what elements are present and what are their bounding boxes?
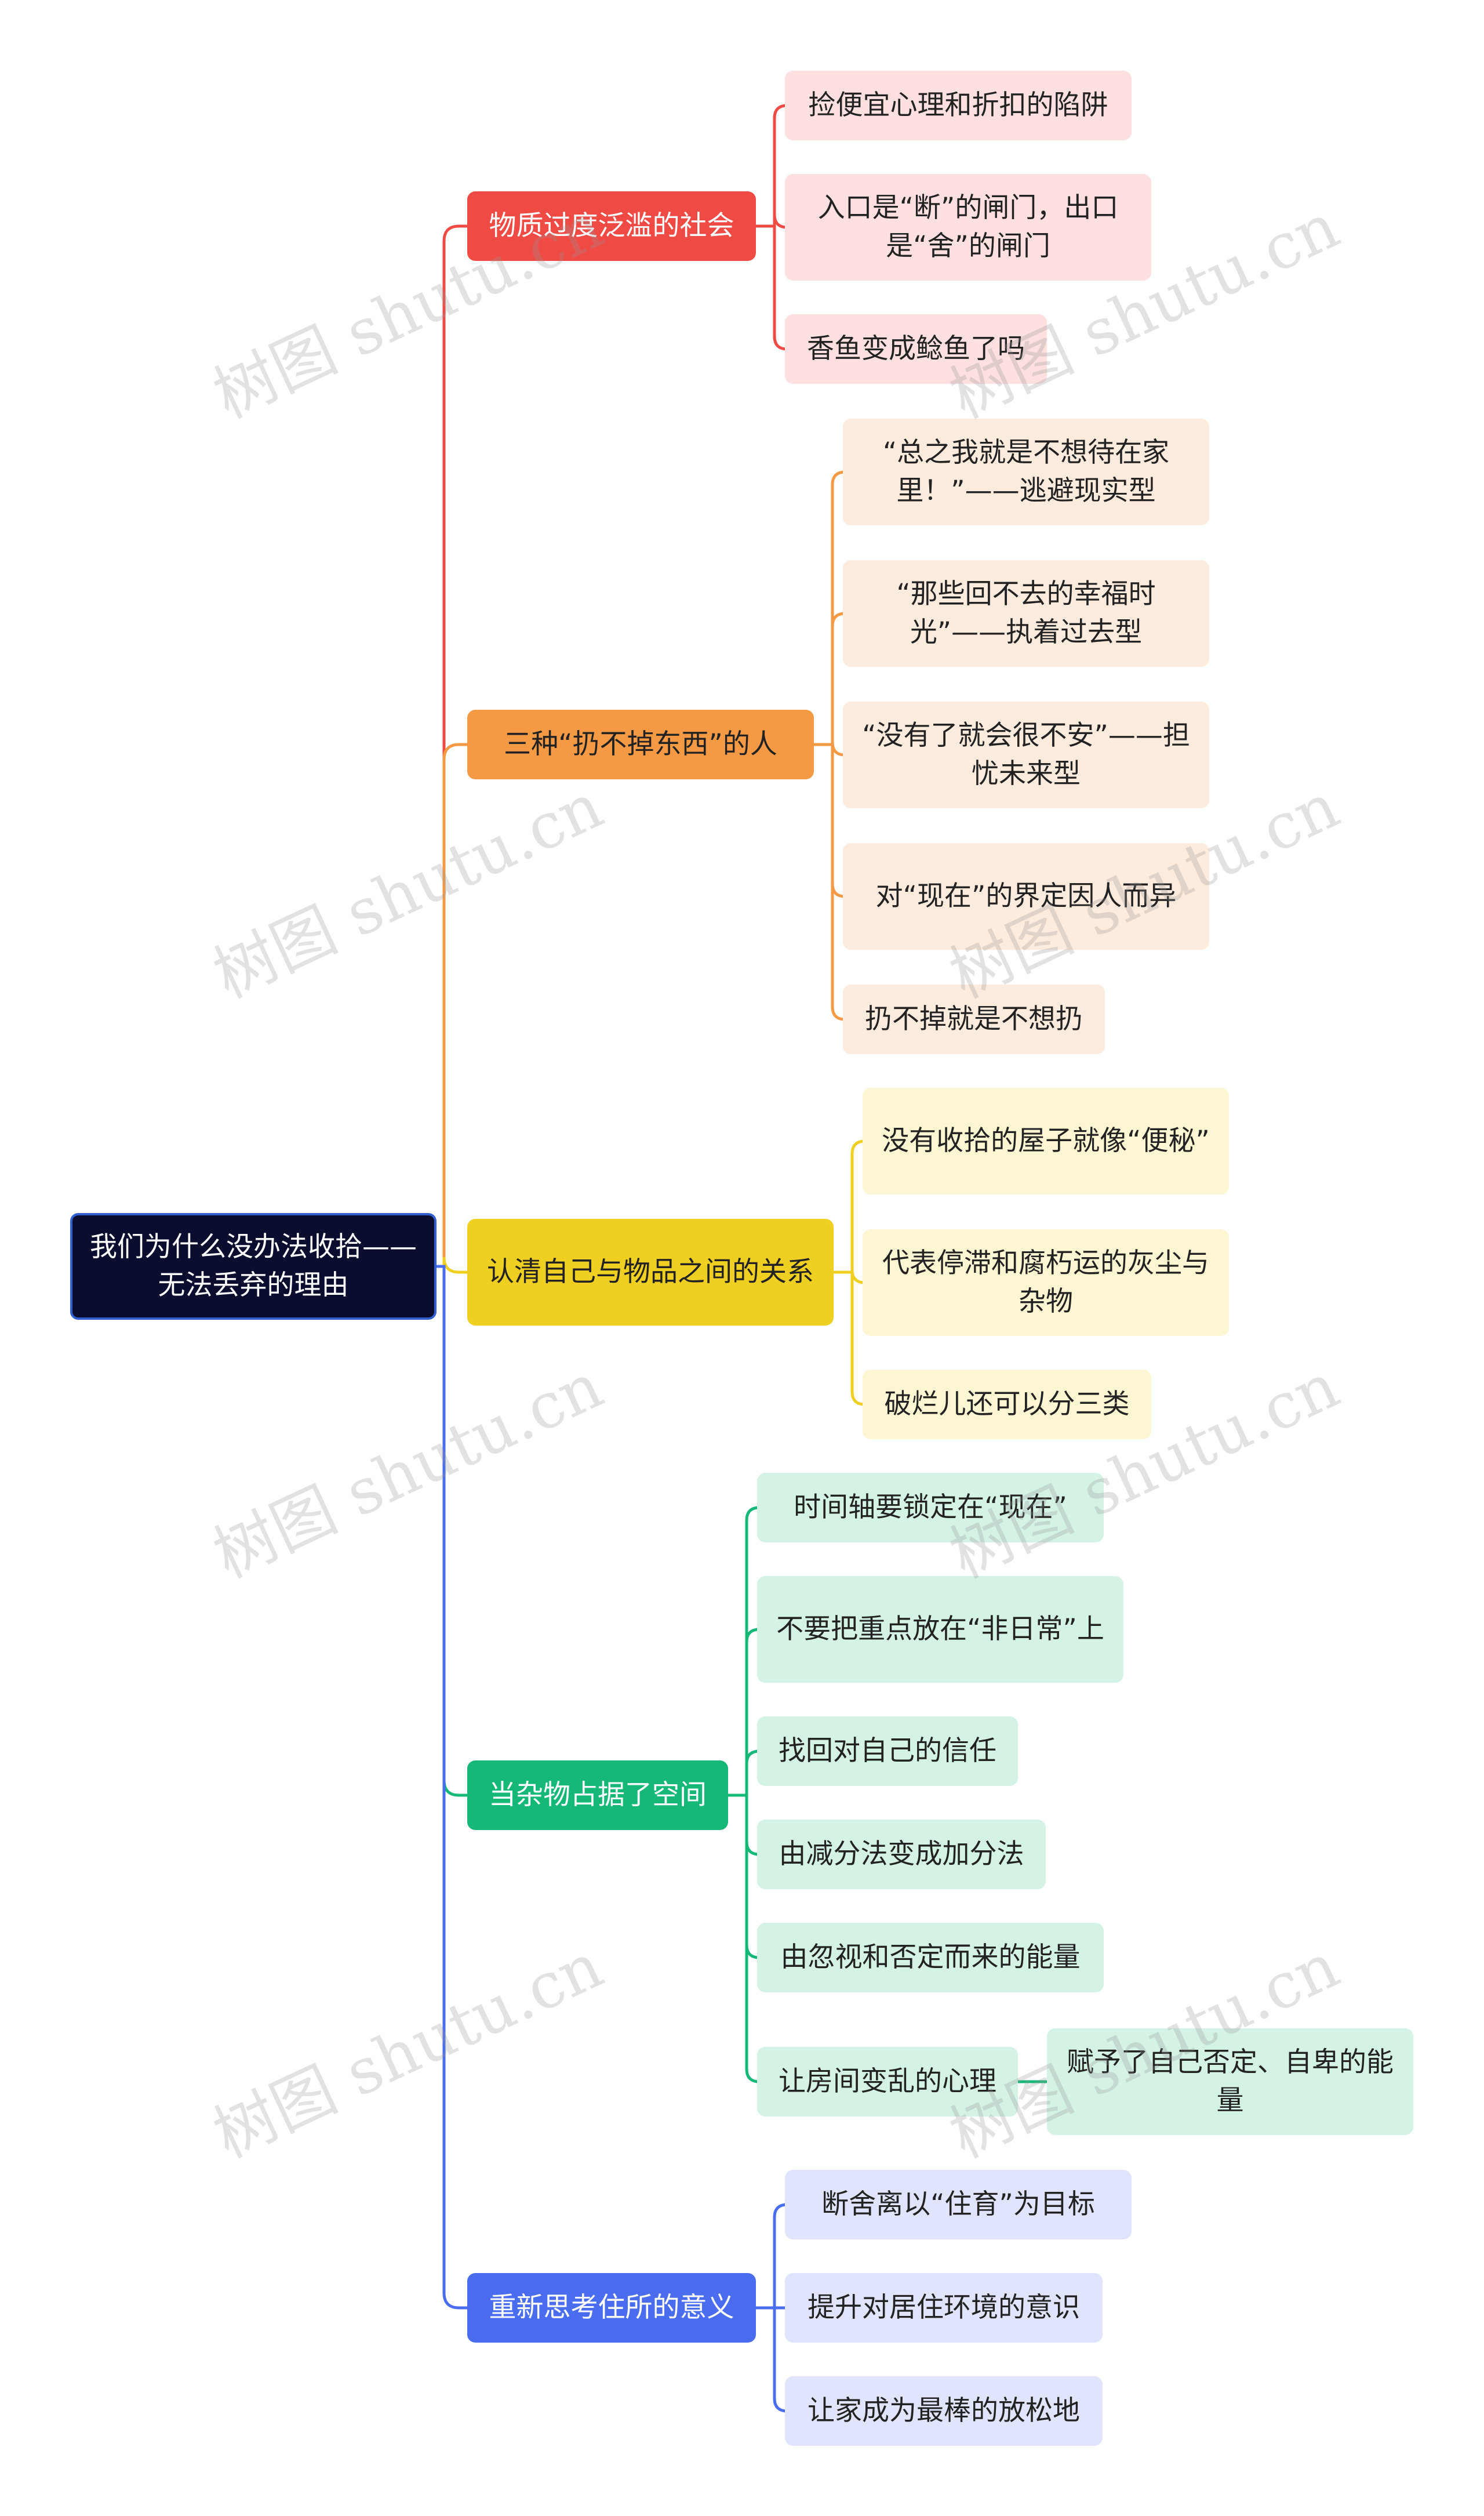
subtopic-label: 找回对自己的信任 (779, 1735, 996, 1767)
branch-topic-label: 当杂物占据了空间 (489, 1779, 707, 1811)
connector-branch-to-subtopic (726, 1793, 760, 1856)
root-topic-label: 我们为什么没办法收拾——无法丢弃的理由 (90, 1231, 417, 1301)
branch-topic-label: 物质过度泛滥的社会 (489, 210, 734, 242)
subtopic-label: 入口是“断”的闸门，出口是“舍”的闸门 (817, 192, 1119, 262)
branch-topic-material-overflow[interactable]: 物质过度泛滥的社会 (467, 191, 756, 261)
subtopic-home-nurture-goal[interactable]: 断舍离以“住育”为目标 (785, 2170, 1132, 2239)
subtopic-label: 代表停滞和腐朽运的灰尘与杂物 (882, 1247, 1209, 1317)
subtopic-label: 断舍离以“住育”为目标 (821, 2188, 1095, 2220)
subtopic-self-trust[interactable]: 找回对自己的信任 (757, 1716, 1018, 1786)
subtopic-messy-room-psychology[interactable]: 让房间变乱的心理 (757, 2047, 1018, 2116)
subtopic-worry-future[interactable]: “没有了就会很不安”——担忧未来型 (843, 702, 1209, 808)
subtopic-label: 扔不掉就是不想扔 (865, 1003, 1083, 1035)
branch-topic-label: 三种“扔不掉东西”的人 (504, 728, 777, 760)
connector-branch-to-subtopic (754, 2306, 788, 2413)
connector-branch-to-subtopic (812, 612, 846, 746)
subtopic-entrance-exit-gate[interactable]: 入口是“断”的闸门，出口是“舍”的闸门 (785, 174, 1151, 281)
branch-topic-rethink-home[interactable]: 重新思考住所的意义 (467, 2273, 756, 2343)
subtopic-bargain-trap[interactable]: 捡便宜心理和折扣的陷阱 (785, 71, 1132, 140)
subtopic-cling-to-past[interactable]: “那些回不去的幸福时光”——执着过去型 (843, 560, 1209, 667)
subtopic-dust-and-clutter[interactable]: 代表停滞和腐朽运的灰尘与杂物 (863, 1229, 1229, 1336)
subtopic-label: 不要把重点放在“非日常”上 (776, 1613, 1104, 1645)
subtopic-constipation[interactable]: 没有收拾的屋子就像“便秘” (863, 1088, 1229, 1195)
connector-branch-to-subtopic (832, 1270, 865, 1406)
subtopic-label: 由忽视和否定而来的能量 (780, 1941, 1081, 1973)
connector-root-to-branch (435, 224, 469, 1268)
subtopic-label: “那些回不去的幸福时光”——执着过去型 (896, 578, 1156, 648)
connector-branch-to-subtopic (812, 743, 846, 1021)
connector-root-to-branch (435, 743, 469, 1268)
subtopic-label: 捡便宜心理和折扣的陷阱 (808, 89, 1108, 121)
subtopic-label: 香鱼变成鲶鱼了吗 (807, 333, 1025, 365)
connector-branch-to-subtopic (726, 1749, 760, 1797)
connector-root-to-branch (435, 1265, 469, 2310)
connector-branch-to-subtopic (726, 1793, 760, 1959)
root-topic[interactable]: 我们为什么没办法收拾——无法丢弃的理由 (70, 1213, 437, 1320)
subtopic-label: 让家成为最棒的放松地 (808, 2395, 1080, 2427)
subtopic-label: 由减分法变成加分法 (779, 1838, 1024, 1870)
connector-branch-to-subtopic (812, 743, 846, 898)
subtopic-label: 没有收拾的屋子就像“便秘” (882, 1125, 1210, 1157)
subtopic-relax-home[interactable]: 让家成为最棒的放松地 (785, 2376, 1103, 2446)
subtopic-label: 让房间变乱的心理 (779, 2065, 996, 2097)
branch-topic-label: 认清自己与物品之间的关系 (487, 1256, 814, 1288)
connector-branch-to-subtopic (754, 104, 788, 228)
subtopic-label: 对“现在”的界定因人而异 (875, 880, 1177, 912)
subtopic-negative-energy[interactable]: 赋予了自己否定、自卑的能量 (1047, 2028, 1413, 2135)
subtopic-label: 时间轴要锁定在“现在” (794, 1491, 1067, 1523)
subtopic-label: 提升对居住环境的意识 (808, 2292, 1080, 2323)
connector-branch-to-subtopic (754, 224, 788, 351)
branch-topic-three-types[interactable]: 三种“扔不掉东西”的人 (467, 710, 814, 779)
subtopic-define-present[interactable]: 对“现在”的界定因人而异 (843, 843, 1209, 950)
branch-topic-clutter-space[interactable]: 当杂物占据了空间 (467, 1760, 728, 1830)
subtopic-not-want-to-throw[interactable]: 扔不掉就是不想扔 (843, 985, 1105, 1054)
subtopic-non-daily[interactable]: 不要把重点放在“非日常”上 (757, 1576, 1123, 1683)
connector-root-to-branch (435, 1257, 469, 1274)
subtopic-three-categories[interactable]: 破烂儿还可以分三类 (863, 1370, 1151, 1439)
subtopic-lock-timeline[interactable]: 时间轴要锁定在“现在” (757, 1473, 1104, 1542)
subtopic-label: 破烂儿还可以分三类 (884, 1388, 1130, 1420)
branch-topic-relationship[interactable]: 认清自己与物品之间的关系 (467, 1219, 834, 1326)
subtopic-energy-from-denial[interactable]: 由忽视和否定而来的能量 (757, 1923, 1104, 1992)
subtopic-label: “总之我就是不想待在家里！”——逃避现实型 (882, 437, 1170, 507)
subtopic-escape-reality[interactable]: “总之我就是不想待在家里！”——逃避现实型 (843, 419, 1209, 525)
connector-branch-to-subtopic (812, 470, 846, 746)
connector-root-to-branch (435, 1265, 469, 1797)
subtopic-living-awareness[interactable]: 提升对居住环境的意识 (785, 2273, 1103, 2343)
branch-topic-label: 重新思考住所的意义 (489, 2292, 734, 2323)
connector-branch-to-subtopic (726, 1793, 760, 2083)
connector-branch-to-subtopic (754, 2203, 788, 2310)
subtopic-label: “没有了就会很不安”——担忧未来型 (862, 720, 1190, 790)
connector-branch-to-subtopic (726, 1628, 760, 1797)
connector-branch-to-subtopic (832, 1139, 865, 1274)
subtopic-label: 赋予了自己否定、自卑的能量 (1067, 2046, 1394, 2116)
subtopic-addition-method[interactable]: 由减分法变成加分法 (757, 1820, 1046, 1889)
subtopic-sweetfish-catfish[interactable]: 香鱼变成鲶鱼了吗 (785, 314, 1047, 384)
